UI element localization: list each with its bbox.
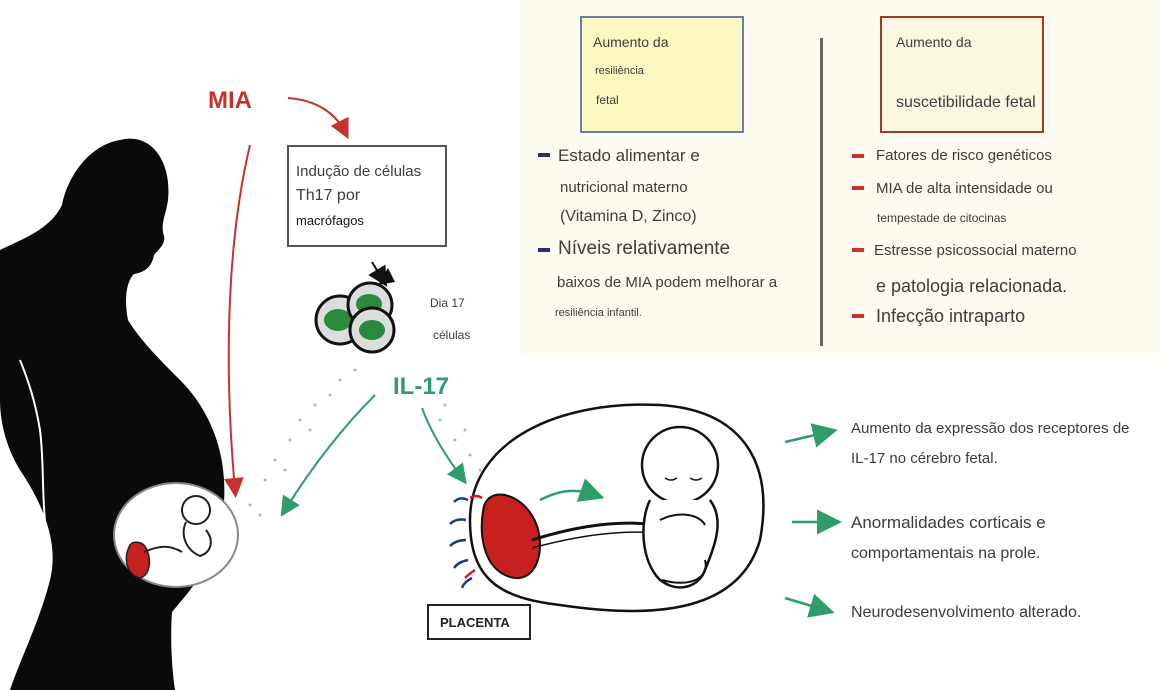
susceptibility-item-3-line2: e patologia relacionada. [876,276,1068,296]
placenta-to-fetus-arrow [539,478,605,502]
cytokine-dots [248,368,482,517]
resilience-bullet-1 [538,153,550,157]
resilience-item-1-line1: Estado alimentar e [558,146,700,165]
resilience-item-2-line1: Níveis relativamente [558,238,731,259]
th17-line2: Th17 por [296,187,361,204]
susceptibility-bullet-1 [852,154,864,158]
th17-induction-box: Indução de células Th17 por macrófagos [287,145,447,247]
th17-line3: macrófagos [296,213,364,228]
resilience-item-2-line3: resiliência infantil. [555,307,642,319]
day17-line1: Dia 17 [430,296,465,310]
il17-to-womb-arrow [280,394,376,517]
th17-to-cells-arrow [368,261,388,287]
resilience-line3: fetal [596,93,619,107]
placenta-label: PLACENTA [440,615,510,630]
resilience-line2: resiliência [595,65,644,77]
il17-to-placenta-arrow [421,407,467,485]
resilience-line1: Aumento da [593,34,669,50]
susceptibility-bullet-3 [852,248,864,252]
outcome-2-line1: Anormalidades corticais e [851,513,1046,532]
th17-cells-icon [314,281,396,354]
mia-to-th17-arrow [287,97,349,140]
day17-line2: células [433,328,471,342]
susceptibility-bullet-4 [852,314,864,318]
placenta-fetus-icon [449,403,765,613]
resilience-box: Aumento da resiliência fetal [580,16,744,133]
outcome-arrow-1 [784,423,838,448]
placenta-label-box: PLACENTA [427,604,531,640]
susceptibility-line2: suscetibilidade fetal [896,94,1036,111]
mia-label: MIA [208,87,252,114]
pregnant-silhouette-icon [0,138,225,690]
outcome-2-line2: comportamentais na prole. [851,545,1041,562]
outcome-1-line1: Aumento da expressão dos receptores de [851,420,1130,437]
susceptibility-line1: Aumento da [896,34,972,50]
susceptibility-item-3-line1: Estresse psicossocial materno [874,242,1077,259]
susceptibility-item-2-line1: MIA de alta intensidade ou [876,180,1053,197]
resilience-item-1-line3: (Vitamina D, Zinco) [560,208,697,225]
mia-to-womb-arrow [223,144,251,498]
susceptibility-bullet-2 [852,186,864,190]
outcome-3: Neurodesenvolvimento alterado. [851,604,1082,621]
susceptibility-item-2-line2: tempestade de citocinas [877,211,1007,225]
fetus-in-womb-icon [113,482,239,588]
il17-label: IL-17 [393,373,450,400]
resilience-item-2-line2: baixos de MIA podem melhorar a [557,274,778,291]
susceptibility-item-1: Fatores de risco genéticos [876,147,1052,164]
panel-divider [820,38,823,346]
susceptibility-box: Aumento da suscetibilidade fetal [880,16,1044,133]
th17-line1: Indução de células [296,163,422,180]
resilience-bullet-2 [538,248,550,252]
susceptibility-item-4: Infecção intraparto [876,306,1026,326]
outcome-1-line2: IL-17 no cérebro fetal. [851,450,998,467]
resilience-item-1-line2: nutricional materno [560,179,688,196]
outcome-arrow-3 [784,593,835,618]
